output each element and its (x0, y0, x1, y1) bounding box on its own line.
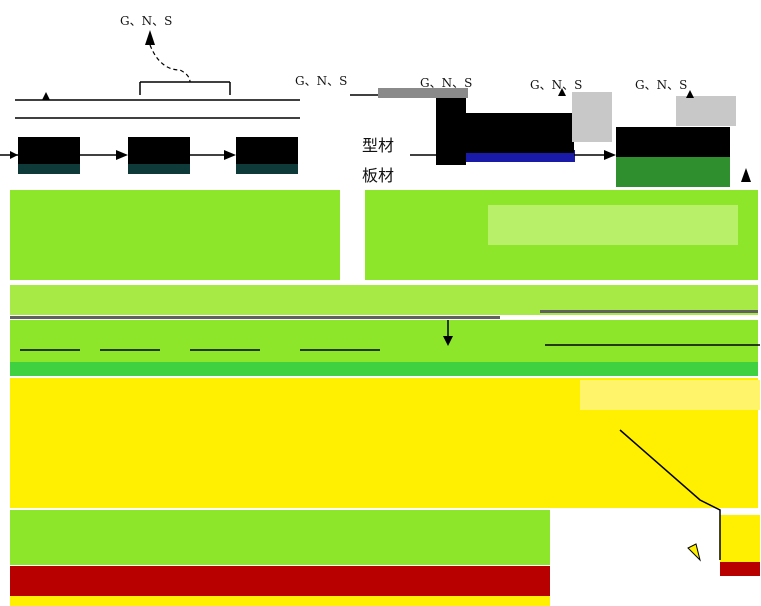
yellow-light-block (580, 380, 760, 410)
emission-arrow-right-1 (558, 88, 566, 96)
green-band-bottom (10, 510, 550, 565)
process-box-5 (466, 113, 574, 153)
emission-label-mid-right-1: G、N、S (530, 78, 583, 92)
box-underlay-2 (128, 162, 190, 174)
process-box-4 (436, 95, 466, 165)
process-box-2 (128, 137, 190, 164)
emission-arrow-left-head (42, 92, 50, 100)
gray-line-right (540, 310, 758, 313)
gray-block-far (676, 96, 736, 126)
emission-label-mid-center: G、N、S (420, 76, 473, 90)
emission-label-mid-right-2: G、N、S (635, 78, 688, 92)
gray-top-bar (378, 88, 468, 98)
arrow-up-right (741, 168, 751, 182)
arrow-2-3-head (224, 150, 236, 160)
light-green-panel (488, 205, 738, 245)
process-box-6 (616, 127, 730, 157)
gray-block-right (572, 92, 612, 142)
connector-down-head (443, 336, 453, 346)
emission-label-mid-left: G、N、S (295, 74, 348, 88)
white-notch (340, 190, 365, 280)
product-label-plate: 板材 (362, 166, 395, 185)
diagonal-path (619, 429, 721, 560)
box-underlay-1 (18, 162, 80, 174)
arrow-5-6-head (604, 150, 616, 160)
product-label-profile: 型材 (362, 136, 395, 155)
red-band-bottom (10, 566, 550, 596)
arrow-to-5-head (456, 148, 466, 156)
process-box-1 (18, 137, 80, 164)
emission-label-top: G、N、S (120, 14, 173, 28)
arrow-in-head (10, 151, 18, 159)
multicolor-strip (10, 362, 758, 376)
white-bottom-block (552, 510, 717, 606)
yellow-bottom-right (720, 515, 760, 565)
bottom-arrow-head (687, 543, 701, 562)
gray-line (10, 316, 500, 319)
red-band-right (720, 562, 760, 576)
yellow-strip-bottom (10, 596, 550, 606)
process-box-3 (236, 137, 298, 164)
emission-arrow-top-head (145, 30, 155, 45)
emission-arrow-right-2 (686, 90, 694, 98)
emission-curve-top (149, 44, 191, 83)
box-underlay-5 (616, 152, 730, 187)
arrow-1-2-head (116, 150, 128, 160)
box-underlay-3 (236, 162, 298, 174)
